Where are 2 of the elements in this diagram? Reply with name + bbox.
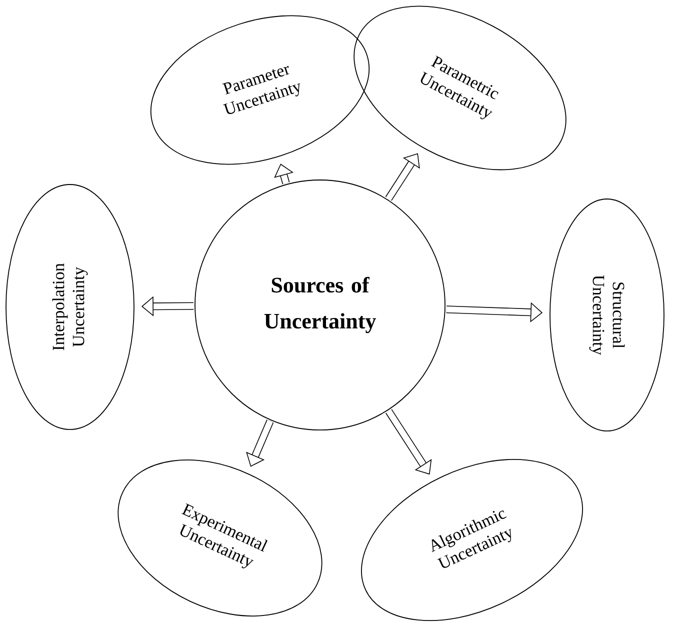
block-arrow — [385, 153, 420, 201]
block-arrow — [246, 420, 274, 467]
